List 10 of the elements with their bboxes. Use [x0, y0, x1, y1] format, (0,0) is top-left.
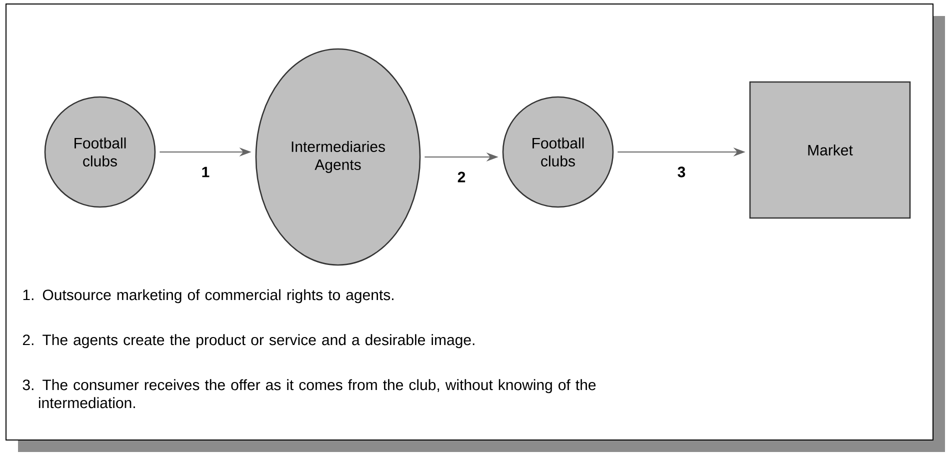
- edge-label: 2: [458, 172, 466, 182]
- edge-label: 3: [678, 166, 686, 178]
- process-box: Market: [749, 81, 911, 219]
- note-text: 3. The consumer receives the offer as it comes from the club, without knowing of the intermediation.: [22, 379, 596, 408]
- circle-node: Football clubs: [44, 96, 156, 208]
- ellipse-node: Intermediaries Agents: [255, 48, 421, 266]
- circle-node: Football clubs: [502, 96, 614, 208]
- edge-label: 1: [202, 166, 210, 178]
- note-text: 2. The agents create the product or service and a desirable image.: [22, 334, 474, 348]
- note-text: 1. Outsource marketing of commercial rights to agents.: [23, 289, 394, 304]
